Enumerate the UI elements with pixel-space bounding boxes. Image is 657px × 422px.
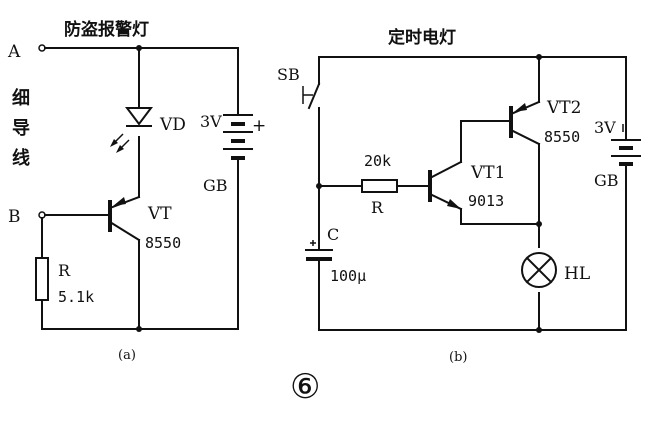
- battery-gb-b: [611, 124, 641, 174]
- junction-b-lamp: [536, 221, 542, 227]
- transistor-vt1: [428, 160, 463, 211]
- transistor-vt-model: 8550: [145, 234, 181, 252]
- circuit-a-title: 防盗报警灯: [64, 19, 149, 40]
- battery-a-plus: +: [252, 116, 266, 136]
- thin-wire-char-1: 细: [12, 87, 30, 109]
- battery-gb-a: [223, 114, 253, 168]
- junction-b-top: [536, 54, 542, 60]
- figure-number: ⑥: [290, 367, 320, 407]
- capacitor-label: C: [327, 225, 339, 244]
- thin-wire-char-2: 导: [12, 118, 30, 139]
- resistor-r-b: [361, 179, 398, 193]
- junction-b-bottom: [536, 327, 542, 333]
- circuit-b-wires: [318, 56, 627, 331]
- battery-a-label: GB: [203, 176, 228, 195]
- node-a-label: A: [7, 42, 21, 62]
- capacitor-c: [305, 240, 333, 261]
- circuit-b-caption: (b): [449, 350, 467, 365]
- resistor-r-a: [35, 257, 49, 301]
- switch-label: SB: [277, 65, 300, 84]
- junction-a-bottom: [136, 326, 142, 332]
- lamp-label: HL: [564, 264, 590, 284]
- transistor-vt2: [509, 100, 541, 146]
- resistor-a-label: R: [58, 261, 71, 280]
- vt1-label: VT1: [470, 163, 505, 183]
- thin-wire-label: 细 导 线: [12, 87, 30, 169]
- lamp-hl: [521, 252, 557, 288]
- led-label: VD: [159, 115, 186, 135]
- node-b-label: B: [8, 207, 21, 227]
- resistor-a-value: 5.1k: [58, 288, 94, 306]
- vt2-label: VT2: [546, 98, 581, 118]
- led-vd: [110, 107, 153, 153]
- battery-a-voltage: 3V: [200, 112, 222, 131]
- vt1-model: 9013: [468, 192, 504, 210]
- battery-b-label: GB: [594, 171, 619, 190]
- circuit-a-caption: (a): [118, 348, 136, 363]
- circuit-a: 防盗报警灯 A B 细 导 线: [7, 19, 266, 363]
- transistor-vt: [108, 195, 141, 242]
- resistor-b-label: R: [371, 198, 384, 217]
- circuit-b: 定时电灯 SB 20k R: [277, 27, 641, 365]
- junction-b-base: [316, 183, 322, 189]
- circuit-b-title: 定时电灯: [388, 27, 456, 48]
- switch-sb: [302, 82, 321, 110]
- capacitor-value: 100μ: [330, 267, 366, 285]
- transistor-vt-label: VT: [147, 204, 172, 224]
- vt2-model: 8550: [544, 128, 580, 146]
- resistor-b-value: 20k: [364, 152, 391, 170]
- battery-b-voltage: 3V: [594, 118, 616, 137]
- thin-wire-char-3: 线: [12, 147, 30, 169]
- junction-a-top: [136, 45, 142, 51]
